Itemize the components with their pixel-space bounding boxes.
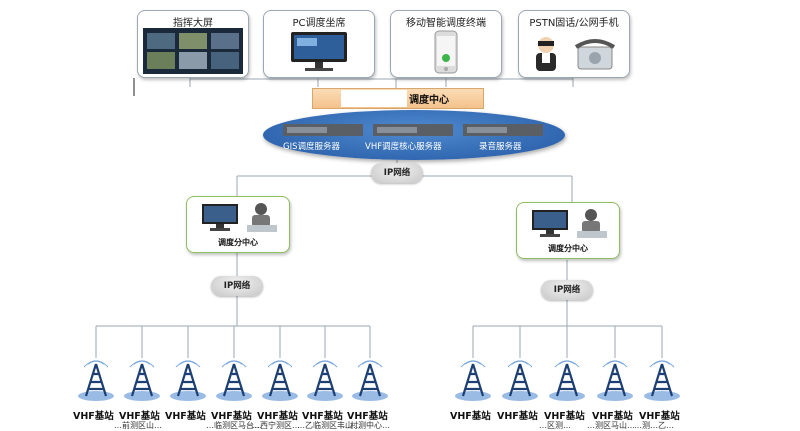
station-label: VHF基站 [347,411,388,422]
dispatch-center-bar: 调度中心 [312,88,484,109]
radio-tower-icon [597,360,633,401]
radio-tower-icon [262,360,298,401]
station-sublabel: …村测中心… [342,421,390,430]
station-label: VHF基站 [257,411,298,422]
station-label: VHF基站 [450,411,491,422]
radio-tower-icon [170,360,206,401]
station-label: VHF基站 [211,411,252,422]
sub-center-label: 调度分中心 [218,238,258,247]
radio-tower-icon [352,360,388,401]
sub-dispatch-center-left: 调度分中心 [186,196,290,253]
station-label: VHF基站 [302,411,343,422]
terminal-mobile: 移动智能调度终端 [390,10,502,78]
station-sublabel: …区测… [539,421,571,430]
server-rack-icon [283,124,363,136]
smartphone-icon [434,30,458,74]
server-label: 录音服务器 [479,142,522,152]
terminal-title: 移动智能调度终端 [406,18,486,29]
radio-tower-icon [124,360,160,401]
station-sublabel: …测区马山… [587,421,635,430]
ip-network-cloud-left: IP网络 [211,276,263,296]
station-label: VHF基站 [165,411,206,422]
terminal-video-wall: 指挥大屏 [137,10,249,78]
station-sublabel: …测…乙… [634,421,674,430]
radio-tower-icon [644,360,680,401]
station-sublabel: …前测区山… [114,421,162,430]
pc-monitor-icon [202,204,238,231]
dispatch-center-label: 调度中心 [409,95,449,106]
station-sublabel: …西宁测区… [252,421,300,430]
video-wall-icon [143,28,243,74]
station-sublabel: …乙临测区丰山… [297,421,361,430]
dispatch-center-mask [341,90,407,107]
station-label: VHF基站 [119,411,160,422]
dispatcher-operator-icon [577,209,607,238]
terminal-pstn: PSTN固话/公网手机 [518,10,630,78]
dispatcher-operator-icon [247,203,277,232]
station-label: VHF基站 [497,411,538,422]
station-label: VHF基站 [592,411,633,422]
server-rack-icon [373,124,453,136]
radio-tower-icon [78,360,114,401]
sub-dispatch-center-right: 调度分中心 [516,202,620,259]
radio-tower-icon [455,360,491,401]
sub-center-label: 调度分中心 [548,244,588,253]
station-label: VHF基站 [544,411,585,422]
terminal-title: PSTN固话/公网手机 [529,18,619,29]
telephone-operator-icon [536,37,616,71]
server-label: VHF调度核心服务器 [365,142,442,152]
radio-tower-icon [549,360,585,401]
ip-network-cloud-right: IP网络 [541,280,593,300]
pc-monitor-icon [291,32,347,71]
terminal-title: PC调度坐席 [292,18,346,29]
server-rack-icon [463,124,543,136]
radio-tower-icon [307,360,343,401]
server-cluster-ellipse: GIS调度服务器 VHF调度核心服务器 录音服务器 [263,110,565,160]
pc-monitor-icon [532,210,568,237]
ip-network-cloud: IP网络 [371,163,423,183]
terminal-pc-seat: PC调度坐席 [263,10,375,78]
radio-tower-icon [216,360,252,401]
station-label: VHF基站 [639,411,680,422]
terminal-title: 指挥大屏 [173,18,213,29]
radio-tower-icon [502,360,538,401]
station-label: VHF基站 [73,411,114,422]
server-label: GIS调度服务器 [283,142,340,152]
station-sublabel: …临测区马台… [206,421,262,430]
